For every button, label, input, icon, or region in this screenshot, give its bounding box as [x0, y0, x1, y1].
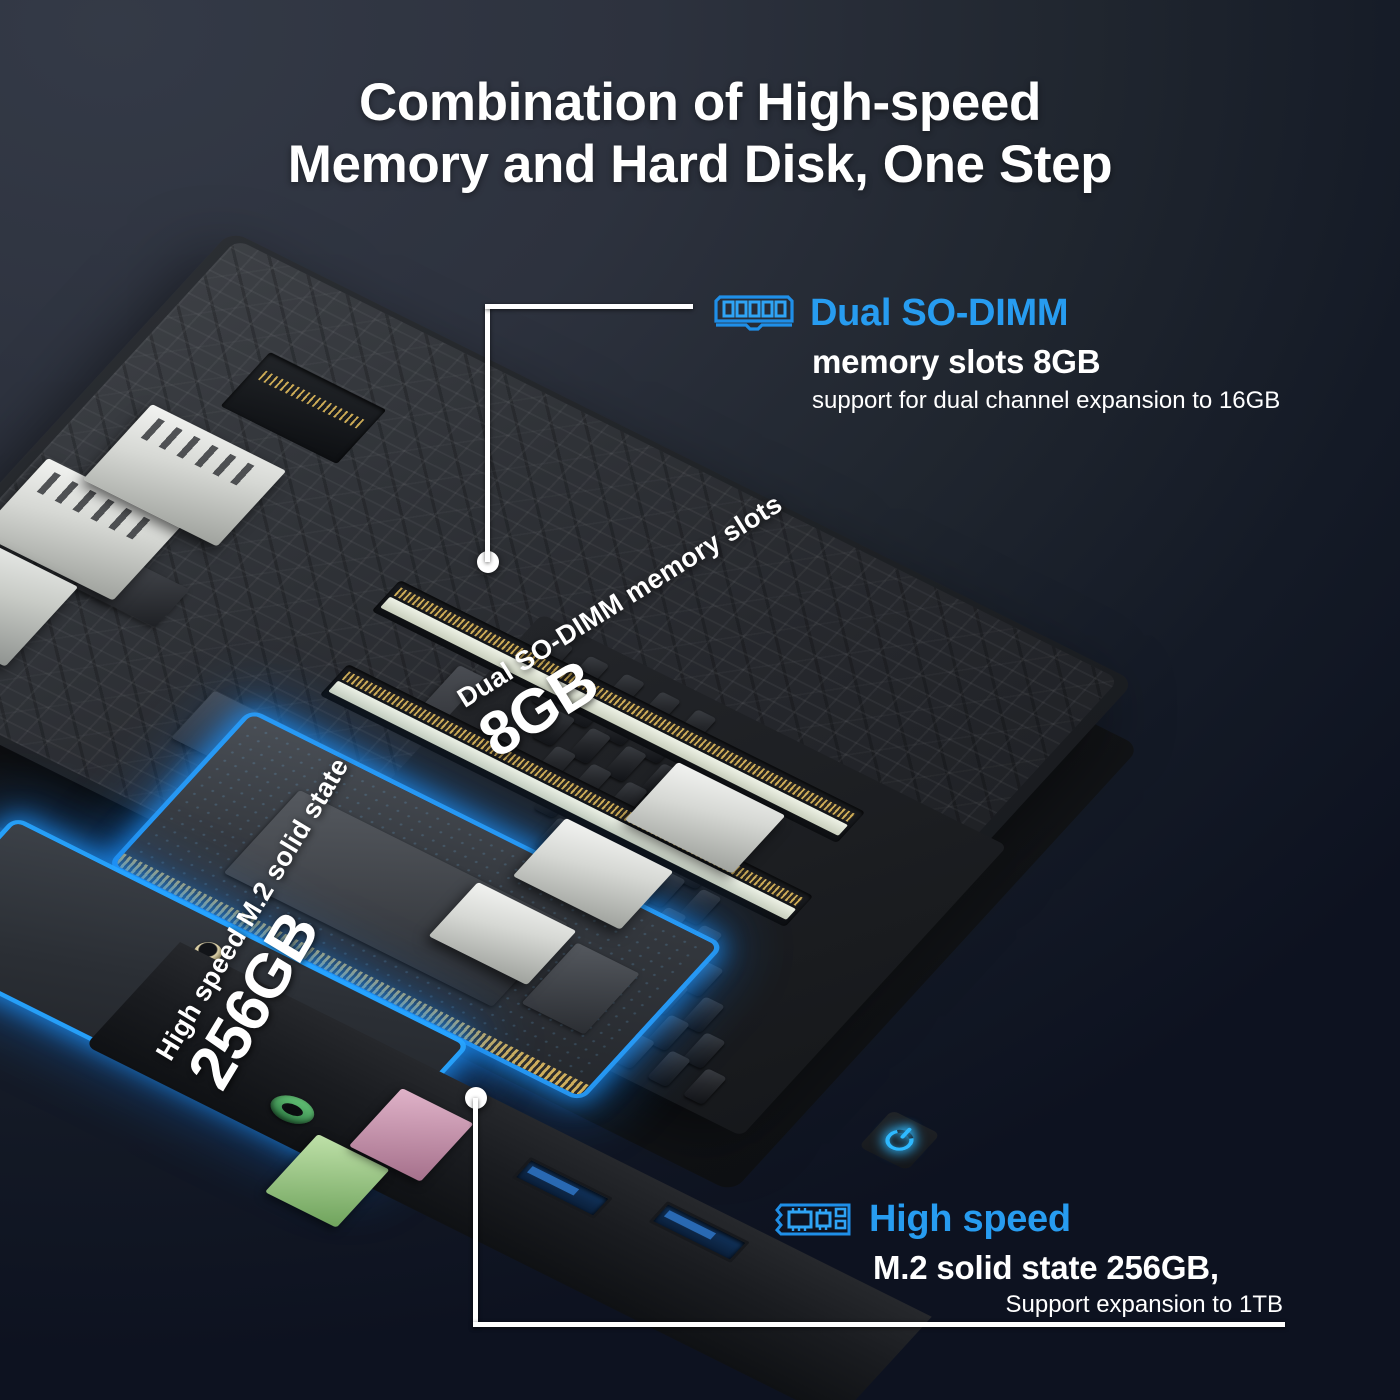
callout-storage: High speed M.2 solid state 256GB, Suppor…: [775, 1198, 1283, 1319]
mini-pc-device-render: [0, 230, 1170, 1400]
heatsink-fin: [602, 745, 648, 783]
callout-memory-line2: memory slots 8GB: [812, 343, 1101, 380]
audio-out-jack: [263, 1089, 322, 1130]
callout-storage-accent: High speed: [869, 1198, 1071, 1240]
heatsink-fin: [646, 1050, 692, 1088]
m2-ssd-icon: [775, 1201, 855, 1239]
page-title: Combination of High-speed Memory and Har…: [0, 72, 1400, 196]
usb-3-port: [511, 1157, 613, 1219]
power-icon: [879, 1125, 920, 1155]
storage-leader-line-vertical: [473, 1098, 478, 1327]
callout-storage-line3: Support expansion to 1TB: [1005, 1291, 1283, 1318]
callout-memory-line3: support for dual channel expansion to 16…: [812, 387, 1281, 414]
heatsink-fin: [681, 1032, 727, 1070]
heatsink-fin: [567, 727, 612, 765]
storage-leader-line-horizontal: [473, 1322, 1285, 1327]
callout-storage-head: High speed: [775, 1198, 1283, 1241]
heatsink-fin: [680, 996, 726, 1034]
heatsink-fin: [677, 888, 723, 926]
page-title-line-2: Memory and Hard Disk, One Step: [287, 135, 1113, 194]
page-title-line-1: Combination of High-speed: [359, 73, 1041, 132]
heatsink-fin: [645, 1014, 691, 1052]
callout-memory-head: Dual SO-DIMM: [712, 292, 1280, 335]
callout-storage-line2: M.2 solid state 256GB,: [873, 1249, 1219, 1286]
power-button[interactable]: [858, 1110, 941, 1171]
memory-leader-dot: [477, 551, 499, 573]
heatsink-fin: [682, 1068, 728, 1105]
callout-memory-accent: Dual SO-DIMM: [810, 292, 1069, 334]
callout-memory: Dual SO-DIMM memory slots 8GB support fo…: [712, 292, 1280, 415]
ram-stick-icon: [712, 294, 796, 333]
memory-leader-line-vertical: [485, 306, 490, 562]
memory-leader-line-horizontal: [485, 304, 693, 309]
usb-3-port: [648, 1201, 750, 1263]
